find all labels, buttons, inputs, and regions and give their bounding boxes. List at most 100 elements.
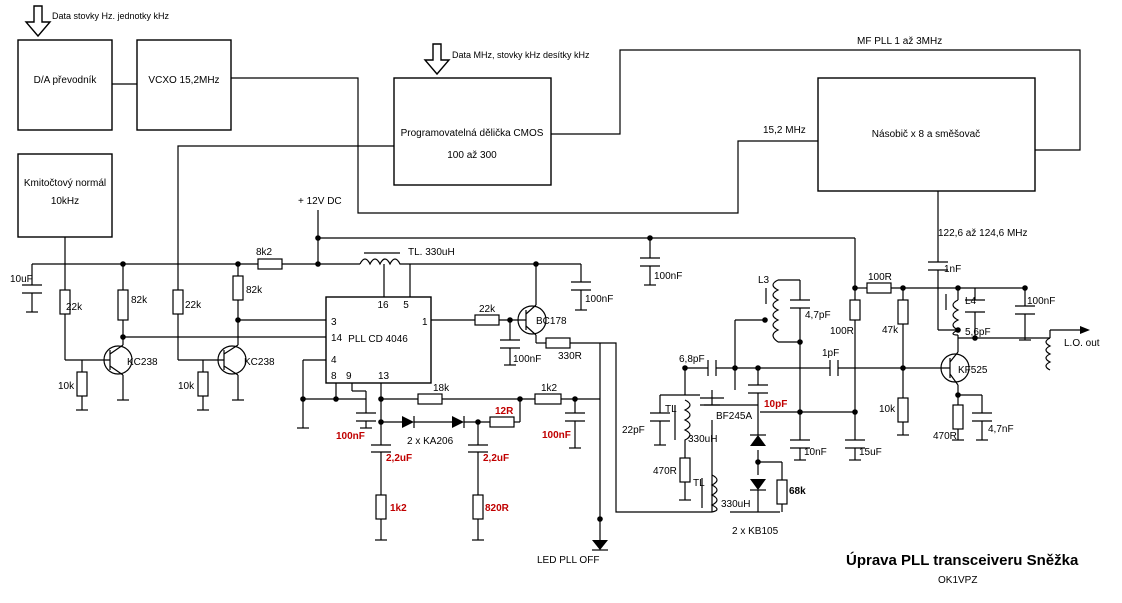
label-r22k-a: 22k <box>66 302 83 313</box>
label-c1n: 1nF <box>944 264 961 275</box>
multiplier-label: Násobič x 8 a směšovač <box>872 129 980 140</box>
label-c100n-a: 100nF <box>585 294 613 305</box>
da-converter-block <box>17 39 113 131</box>
label-c100n-d: 100nF <box>336 431 365 442</box>
label-r100-a: 100R <box>868 272 892 283</box>
left-resistors <box>59 258 571 520</box>
label-c22u-b: 2,2uF <box>483 453 509 464</box>
schematic-title: Úprava PLL transceiveru Sněžka <box>846 551 1079 569</box>
label-c47p-a: 4,7pF <box>805 310 831 321</box>
label-r470a: 470R <box>653 466 677 477</box>
pll-ic-block <box>325 296 432 384</box>
choke-inductor <box>359 258 404 266</box>
tl3-coil <box>710 474 718 513</box>
label-q5: KF525 <box>958 365 988 376</box>
vcc-label: + 12V DC <box>298 196 342 207</box>
top-wiring <box>64 49 1081 300</box>
label-r1k2b: 1k2 <box>390 503 407 514</box>
label-q4: BF245A <box>716 411 752 422</box>
mf-pll-label: MF PLL 1 až 3MHz <box>857 36 942 47</box>
schematic-author: OK1VPZ <box>938 575 977 586</box>
lo-out-coil <box>1045 337 1052 371</box>
vco-capacitors <box>650 261 1035 449</box>
data-arrow-2-label: Data MHz, stovky kHz desítky kHz <box>452 50 590 60</box>
label-r1k2: 1k2 <box>541 383 558 394</box>
lo-out-arrow <box>1080 326 1090 334</box>
pin-16: 16 <box>377 300 389 311</box>
label-c56p: 5,6pF <box>965 327 991 338</box>
label-led: LED PLL OFF <box>537 555 599 566</box>
left-grounds <box>26 284 656 541</box>
left-circuit-wiring <box>31 210 856 540</box>
multiplier-block <box>817 77 1036 192</box>
output-range-label: 122,6 až 124,6 MHz <box>938 228 1028 239</box>
label-l4: L4 <box>965 296 977 307</box>
junction-dots <box>120 235 1028 522</box>
divider-block <box>393 77 552 186</box>
label-tl3: TL <box>693 478 705 489</box>
label-r47k: 47k <box>882 325 899 336</box>
label-c100n-f: 100nF <box>1027 296 1055 307</box>
label-r82k-b: 82k <box>246 285 263 296</box>
label-c10n: 10nF <box>804 447 827 458</box>
transistor-q3 <box>517 304 547 336</box>
label-varicaps: 2 x KB105 <box>732 526 779 537</box>
divider-label: Programovatelná dělička CMOS <box>401 128 544 139</box>
label-r8k2: 8k2 <box>256 247 273 258</box>
label-c68p: 6,8pF <box>679 354 705 365</box>
label-l330b: 330uH <box>721 499 750 510</box>
fet-bf245a <box>700 397 724 406</box>
label-r10k-c: 10k <box>879 404 896 415</box>
pin-1: 1 <box>422 317 428 328</box>
diodes-ka206 <box>402 416 465 428</box>
tl2-coil <box>683 399 691 445</box>
label-r100-b: 100R <box>830 326 854 337</box>
label-c22p: 22pF <box>622 425 645 436</box>
pin-14: 14 <box>331 333 343 344</box>
pin-3: 3 <box>331 317 337 328</box>
label-r10k-b: 10k <box>178 381 195 392</box>
label-r18k: 18k <box>433 383 450 394</box>
label-q3: BC178 <box>536 316 567 327</box>
label-q1: KC238 <box>127 357 158 368</box>
reference-freq-label: 10kHz <box>51 196 79 207</box>
pin-8: 8 <box>331 371 337 382</box>
vco-grounds <box>654 339 1031 501</box>
transistor-q5 <box>940 351 970 386</box>
varicaps-kb105 <box>750 434 766 491</box>
label-diodes: 2 x KA206 <box>407 436 454 447</box>
pin-4: 4 <box>331 355 337 366</box>
pll-ic-label: PLL CD 4046 <box>348 334 408 345</box>
transistor-q1 <box>103 344 133 376</box>
vco-resistors <box>679 282 964 505</box>
label-q2: KC238 <box>244 357 275 368</box>
label-r820: 820R <box>485 503 510 514</box>
label-r22k-b: 22k <box>185 300 202 311</box>
label-c100n-c: 100nF <box>513 354 541 365</box>
l4-coil <box>952 299 960 336</box>
vco-wiring <box>600 191 1080 513</box>
label-c47n: 4,7nF <box>988 424 1014 435</box>
data-arrow-2 <box>423 43 451 76</box>
label-l3: L3 <box>758 275 770 286</box>
led-pll-off <box>592 540 608 551</box>
label-l330a: 330uH <box>688 434 717 445</box>
data-arrow-1 <box>24 5 52 38</box>
label-c22u-a: 2,2uF <box>386 453 412 464</box>
transistor-q2 <box>217 344 247 376</box>
label-r10k-a: 10k <box>58 381 75 392</box>
label-tl2: TL <box>665 404 677 415</box>
data-arrow-1-label: Data stovky Hz. jednotky kHz <box>52 11 170 21</box>
label-lo-out: L.O. out <box>1064 338 1100 349</box>
left-capacitors <box>22 257 660 453</box>
label-c10p: 10pF <box>764 399 787 410</box>
label-c15u: 15uF <box>859 447 882 458</box>
vcxo-block <box>136 39 232 131</box>
l3-coil <box>772 279 780 343</box>
label-r82k-a: 82k <box>131 295 148 306</box>
label-c100n-b: 100nF <box>654 271 682 282</box>
label-r470b: 470R <box>933 431 957 442</box>
label-c100n-e: 100nF <box>542 430 571 441</box>
pin-9: 9 <box>346 371 352 382</box>
label-choke: TL. 330uH <box>408 247 455 258</box>
